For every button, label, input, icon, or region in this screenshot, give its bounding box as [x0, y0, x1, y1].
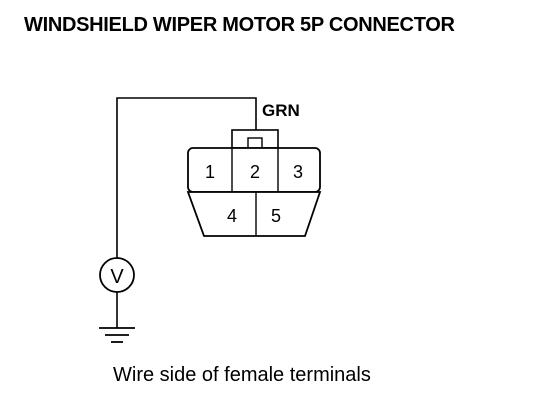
terminal-4: 4 [227, 206, 237, 226]
diagram-caption: Wire side of female terminals [113, 364, 371, 386]
probe-tip [247, 137, 263, 149]
wire-color-label: GRN [262, 101, 300, 120]
voltmeter-icon: V [99, 257, 135, 293]
ground-icon [99, 327, 135, 343]
connector-lower-row [186, 191, 322, 237]
voltmeter-symbol: V [110, 266, 124, 288]
terminal-3: 3 [293, 162, 303, 182]
diagram-title: WINDSHIELD WIPER MOTOR 5P CONNECTOR [24, 14, 455, 36]
terminal-5: 5 [271, 206, 281, 226]
terminal-2: 2 [250, 162, 260, 182]
probe-wire [116, 97, 257, 258]
terminal-1: 1 [205, 162, 215, 182]
